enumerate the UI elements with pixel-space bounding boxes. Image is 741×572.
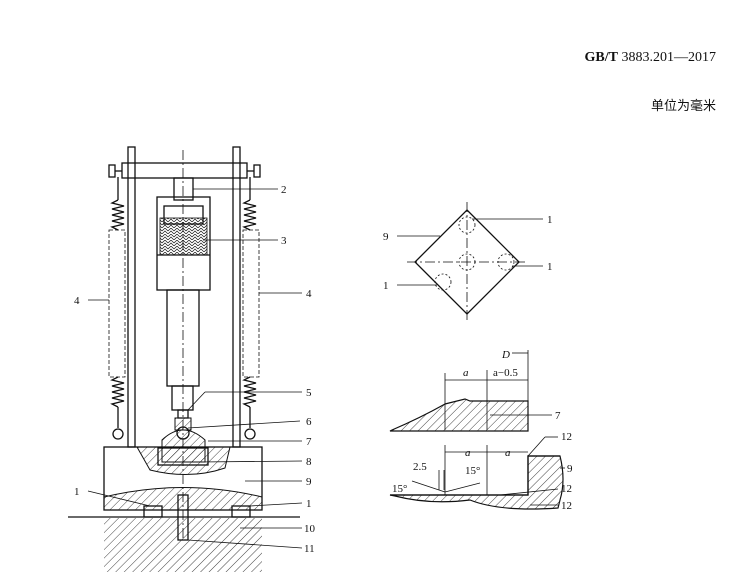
angle-15: 15°: [392, 483, 407, 495]
label-8: 8: [306, 456, 312, 468]
dim-a: a: [465, 447, 471, 459]
label-1: 1: [547, 214, 553, 226]
label-5: 5: [306, 387, 312, 399]
label-1-left: 1: [74, 486, 80, 498]
dim-a: a: [505, 447, 511, 459]
angle-15: 15°: [465, 465, 480, 477]
dim-2-5: 2.5: [413, 461, 427, 473]
label-9: 9: [383, 231, 389, 243]
standard-number: GB/T 3883.201—2017: [584, 50, 716, 65]
label-12: 12: [561, 500, 572, 512]
label-9: 9: [567, 463, 573, 475]
dim-a: a: [463, 367, 469, 379]
impact-apparatus-drawing: 2 3 4 4 5 6 7 8 9 1 1 10 11: [68, 146, 316, 572]
label-7: 7: [306, 436, 312, 448]
unit-note: 单位为毫米: [650, 99, 716, 114]
label-1: 1: [383, 280, 389, 292]
label-1: 1: [547, 261, 553, 273]
label-3: 3: [281, 235, 287, 247]
label-6: 6: [306, 416, 312, 428]
label-7: 7: [555, 410, 561, 422]
label-1-right: 1: [306, 498, 312, 510]
label-9: 9: [306, 476, 312, 488]
label-4-left: 4: [74, 295, 80, 307]
dim-a-minus-0-5: a−0.5: [493, 367, 518, 379]
label-4-right: 4: [306, 288, 312, 300]
label-11: 11: [304, 543, 315, 555]
edge-detail-drawing: D a a−0.5 7 a a 2.5 15° 15° 12 9 12 12: [389, 349, 573, 512]
label-12: 12: [561, 483, 572, 495]
label-12: 12: [561, 431, 572, 443]
label-2: 2: [281, 184, 287, 196]
label-D: D: [501, 349, 510, 361]
label-10: 10: [304, 523, 316, 535]
support-plate-top-view: 9 1 1 1: [383, 202, 553, 322]
